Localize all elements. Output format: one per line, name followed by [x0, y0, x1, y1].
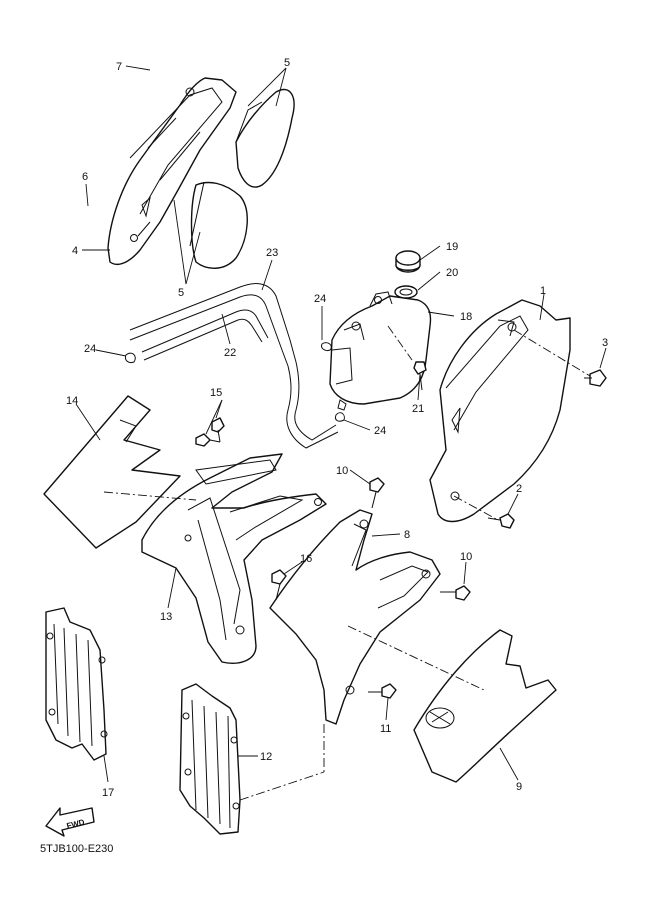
callout-10-lower: 10: [460, 551, 472, 563]
callout-24-top: 24: [314, 293, 326, 305]
bolt-10-upper: [369, 477, 385, 509]
radiator-guard-13: [141, 453, 327, 664]
callout-5-top: 5: [284, 57, 290, 69]
radiator-guard-17: [45, 607, 108, 761]
side-cover-4: [107, 77, 237, 266]
seal-20: [394, 285, 418, 299]
bolt-10-lower: [440, 585, 471, 601]
callout-20: 20: [446, 267, 458, 279]
decal-5-upper: [235, 88, 295, 188]
decal-9: [413, 629, 557, 783]
decal-14: [43, 395, 181, 549]
callout-24-bottom: 24: [374, 425, 386, 437]
assembly-lines: [103, 325, 591, 801]
side-cover-1: [429, 299, 571, 523]
callout-2: 2: [516, 483, 522, 495]
callout-5-bottom: 5: [178, 287, 184, 299]
decal-5-lower: [189, 181, 248, 269]
callout-15: 15: [210, 387, 222, 399]
overflow-tank-18: [329, 291, 432, 411]
bolt-2: [487, 513, 515, 529]
radiator-cover-8: [269, 509, 441, 725]
bolt-21: [413, 361, 427, 391]
callout-16: 16: [300, 553, 312, 565]
callout-4: 4: [72, 245, 78, 257]
callout-10-upper: 10: [336, 465, 348, 477]
bolts-15: [195, 417, 225, 447]
callout-7: 7: [116, 61, 122, 73]
callout-13: 13: [160, 611, 172, 623]
bolt-11: [368, 683, 397, 699]
breather-hose-22: [141, 309, 269, 361]
callout-12: 12: [260, 751, 272, 763]
callout-19: 19: [446, 241, 458, 253]
bolt-16: [271, 569, 287, 601]
callout-9: 9: [516, 781, 522, 793]
callout-18: 18: [460, 311, 472, 323]
fwd-arrow-icon: FWD: [45, 807, 95, 837]
radiator-guard-12: [179, 683, 241, 835]
leader-lines: [75, 65, 607, 783]
callout-23: 23: [266, 247, 278, 259]
callout-6: 6: [82, 171, 88, 183]
callout-21: 21: [412, 403, 424, 415]
callout-1: 1: [540, 285, 546, 297]
callout-8: 8: [404, 529, 410, 541]
fwd-label: FWD: [66, 818, 86, 831]
bolt-3: [584, 369, 607, 387]
callout-14: 14: [66, 395, 78, 407]
callouts: 7 5 6 4 5 19 20 23 24 18 1 3 24 22 21 24…: [66, 57, 608, 799]
callout-11: 11: [380, 723, 391, 735]
callout-17: 17: [102, 787, 114, 799]
fuel-hose-23: [129, 283, 339, 449]
callout-22: 22: [224, 347, 236, 359]
callout-24-left: 24: [84, 343, 96, 355]
diagram-code: 5TJB100-E230: [40, 843, 113, 855]
callout-3: 3: [602, 337, 608, 349]
cap-19: [395, 250, 421, 273]
